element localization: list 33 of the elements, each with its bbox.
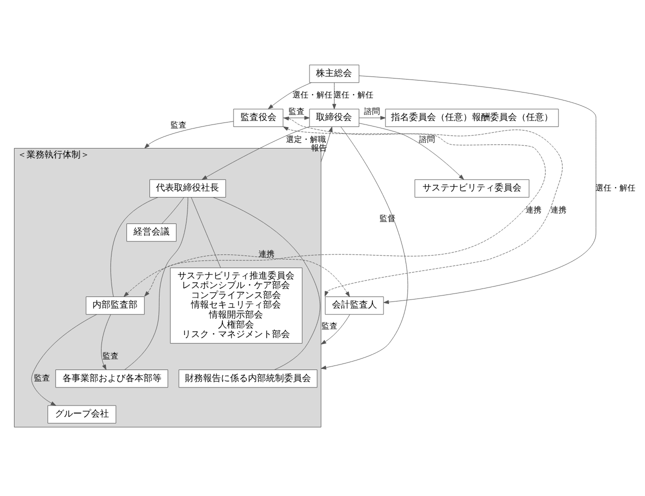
node-box: 取締役会 (309, 108, 360, 127)
arrow (358, 76, 596, 304)
arrow (320, 314, 350, 344)
node-box: 各事業部および各本部等 (55, 370, 168, 388)
arrow (124, 254, 350, 297)
node-box: 株主総会 (309, 64, 360, 83)
connector (212, 197, 320, 370)
node-box: 会計監査人 (324, 296, 384, 315)
arrow (144, 126, 546, 297)
arrow (282, 116, 310, 120)
node-box: サステナビリティ委員会 (414, 179, 530, 198)
node-box: 監査役会 (233, 108, 284, 127)
node-box: 代表取締役社長 (150, 179, 226, 198)
arrow (31, 314, 97, 406)
arrow (144, 121, 234, 149)
arrow (320, 126, 408, 370)
connector (110, 197, 158, 297)
arrow (320, 126, 332, 162)
arrow (358, 116, 386, 120)
arrow (358, 122, 464, 180)
node-box: 経営会議 (126, 224, 176, 242)
connector (190, 197, 221, 268)
arrow (284, 116, 563, 297)
node-box: 財務報告に係る内部統制委員会 (178, 370, 318, 388)
node-box: 内部監査部 (86, 296, 145, 315)
arrow (332, 82, 336, 110)
node-box: グループ会社 (48, 405, 116, 424)
node-box: 指名委員会（任意）報酬委員会（任意） (385, 108, 559, 127)
arrow (268, 82, 312, 110)
arrow (202, 126, 310, 180)
node-box: サステナビリティ推進委員会 レスポンシブル・ケア部会 コンプライアンス部会 情報セキュリティ部会 情報開示部会 人権部会 リスク・マネジメント部会 (170, 268, 302, 344)
arrow (101, 314, 111, 370)
connector (162, 197, 184, 224)
